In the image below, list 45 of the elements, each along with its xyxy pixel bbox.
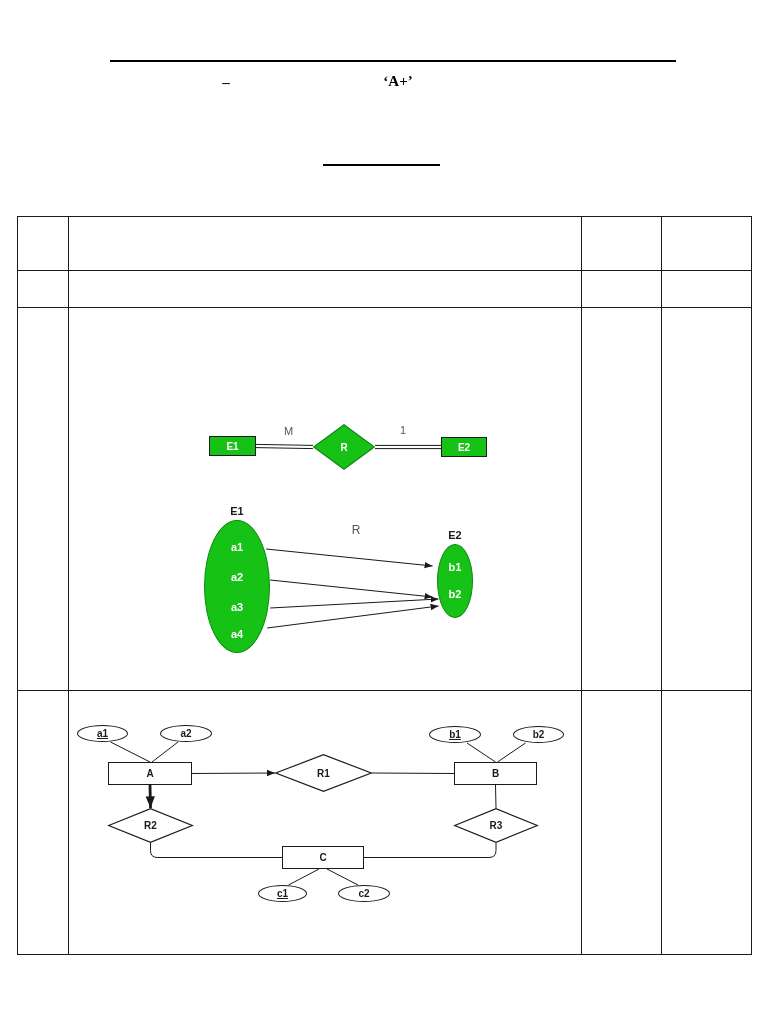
arrow [145,784,155,809]
set-element-label: a3 [230,600,244,614]
relationship-diamond: R2 [108,808,193,843]
set-element-label: a4 [230,627,244,641]
connector-line [466,742,496,763]
attribute-ellipse: c1 [258,885,307,902]
connector-line [288,868,320,886]
set-label: E2 [447,527,463,543]
connector-line [497,742,526,763]
set-element-label: b2 [448,587,462,601]
connector-line [495,784,497,809]
relationship-diamond: R1 [275,754,372,792]
header-text: ‘A+’ [383,72,413,90]
connector-line [110,741,151,763]
relationship-diamond: R3 [454,808,538,843]
connector-line [326,868,359,886]
edge-label: 1 [397,423,409,437]
entity-box: B [454,762,537,785]
set-element-label: a2 [230,570,244,584]
arrow [266,603,440,629]
edge-label: M [281,424,296,437]
connector-line [371,772,455,774]
set-element-label: b1 [448,560,462,574]
attribute-ellipse: b1 [429,726,481,743]
attribute-ellipse: b2 [513,726,564,743]
double-line [255,443,314,450]
connector-line [363,842,497,858]
attribute-ellipse: c2 [338,885,390,902]
relation-name: R [351,524,361,538]
arrow [265,548,434,569]
connector-line [150,842,283,858]
entity-box: A [108,762,192,785]
entity-box: C [282,846,364,869]
arrow [269,579,434,600]
arrow [191,769,276,777]
entity-box: E2 [441,437,487,457]
set-element-label: a1 [230,540,244,554]
double-line [374,444,442,450]
relationship-diamond: R [313,424,375,470]
attribute-ellipse: a2 [160,725,212,742]
connector-line [151,741,179,763]
header-text: – [222,73,230,91]
entity-box: E1 [209,436,256,456]
attribute-ellipse: a1 [77,725,128,742]
set-label: E1 [229,504,245,520]
